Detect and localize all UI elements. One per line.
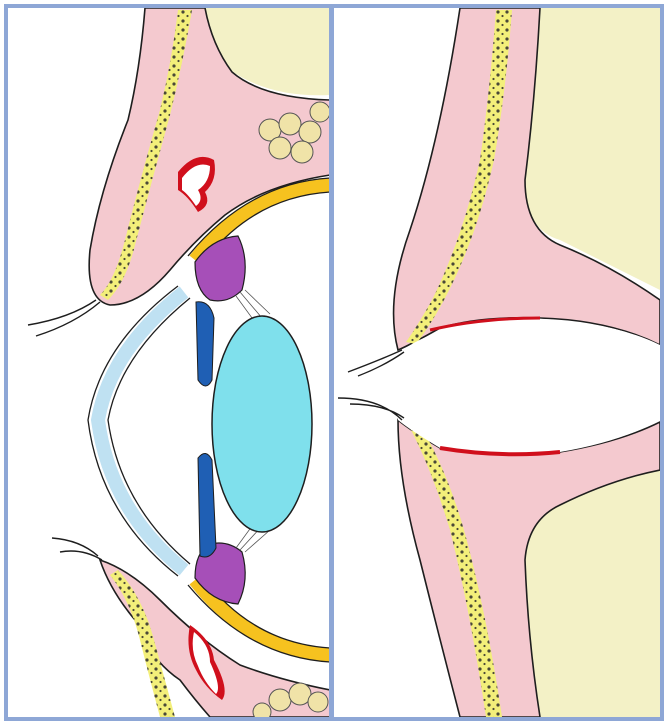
iris-upper	[196, 302, 214, 386]
left-panel	[8, 8, 330, 721]
closed-eye-surface	[395, 318, 660, 454]
right-panel	[334, 8, 660, 717]
lens	[212, 316, 312, 532]
